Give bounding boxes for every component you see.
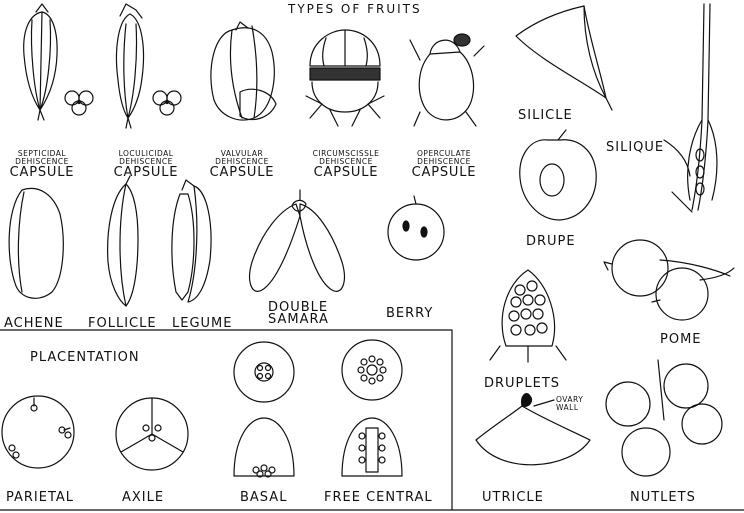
circumscissile-capsule-drawing <box>306 30 384 126</box>
septicidal-cross-section <box>65 91 93 115</box>
placentation-basal-label: BASAL <box>240 490 287 505</box>
loculicidal-capsule-drawing <box>117 4 144 128</box>
placentation-heading: PLACENTATION <box>30 350 140 365</box>
legume-label: LEGUME <box>172 316 232 331</box>
nutlets-drawing <box>606 360 722 476</box>
druplets-label: DRUPLETS <box>484 376 560 391</box>
capsule-label-kind: CAPSULE <box>404 166 484 180</box>
double-samara-label: DOUBLE SAMARA <box>268 302 329 326</box>
capsule-label-loculicidal: LOCULICIDAL DEHISCENCE CAPSULE <box>106 150 186 180</box>
placentation-axile-label: AXILE <box>122 490 164 505</box>
berry-label: BERRY <box>386 306 433 321</box>
capsule-label-kind: CAPSULE <box>204 166 280 180</box>
capsule-label-circumscissile: CIRCUMSCISSLE DEHISCENCE CAPSULE <box>298 150 394 180</box>
silique-drawing <box>664 4 717 212</box>
silicle-drawing <box>516 6 612 110</box>
double-samara-line2: SAMARA <box>268 312 329 327</box>
follicle-drawing <box>108 176 138 306</box>
capsule-label-valvular: VALVULAR DEHISCENCE CAPSULE <box>204 150 280 180</box>
plate-title: TYPES OF FRUITS <box>288 2 422 16</box>
capsule-label-operculate: OPERCULATE DEHISCENCE CAPSULE <box>404 150 484 180</box>
berry-drawing <box>388 196 444 260</box>
capsule-label-septicidal: SEPTICIDAL DEHISCENCE CAPSULE <box>4 150 80 180</box>
utricle-label: UTRICLE <box>482 490 544 505</box>
double-samara-drawing <box>250 190 345 291</box>
capsule-label-kind: CAPSULE <box>4 166 80 180</box>
silicle-label: SILICLE <box>518 108 573 123</box>
septicidal-capsule-drawing <box>24 4 57 120</box>
drupe-label: DRUPE <box>526 234 576 249</box>
loculicidal-cross-section <box>153 91 181 115</box>
silique-label: SILIQUE <box>606 140 664 155</box>
legume-drawing <box>172 180 211 302</box>
druplets-drawing <box>490 270 566 362</box>
operculate-capsule-drawing <box>410 34 484 126</box>
follicle-label: FOLLICLE <box>88 316 157 331</box>
capsule-label-kind: CAPSULE <box>298 166 394 180</box>
pome-drawing <box>604 240 734 320</box>
ovary-wall-line2: WALL <box>556 403 579 412</box>
placentation-free-central-label: FREE CENTRAL <box>324 490 433 505</box>
placentation-parietal-label: PARIETAL <box>6 490 74 505</box>
capsule-label-kind: CAPSULE <box>106 166 186 180</box>
pome-label: POME <box>660 332 702 347</box>
nutlets-label: NUTLETS <box>630 490 696 505</box>
valvular-capsule-drawing <box>211 22 276 120</box>
achene-drawing <box>9 188 63 298</box>
achene-label: ACHENE <box>4 316 64 331</box>
drupe-drawing <box>520 130 596 220</box>
ovary-wall-label: OVARY WALL <box>556 396 583 412</box>
